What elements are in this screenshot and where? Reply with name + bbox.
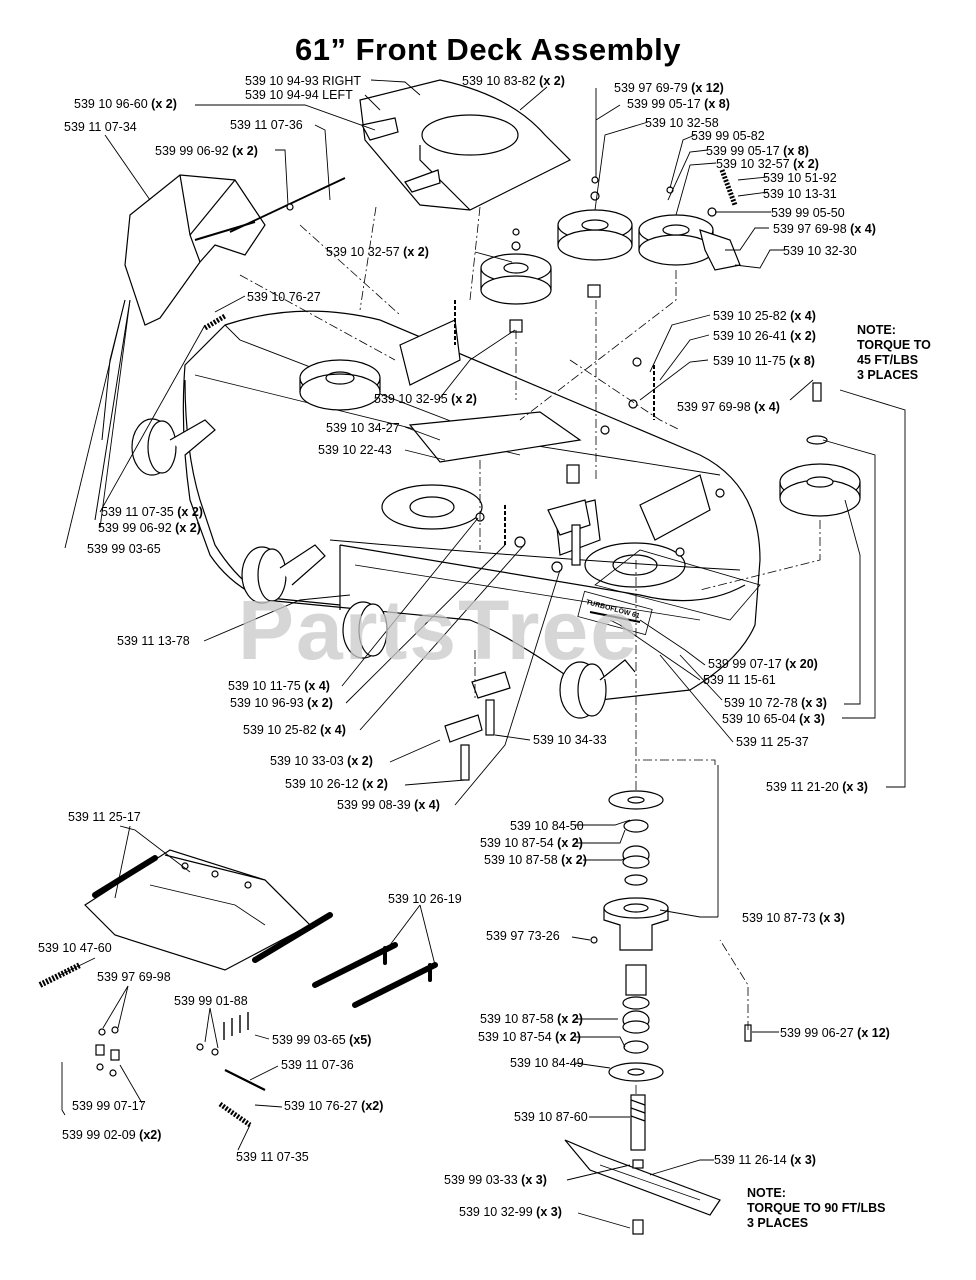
idler-pulley-center (480, 228, 552, 333)
part-label: 539 97 69-79 (x 12) (614, 81, 724, 95)
part-label: 539 10 32-99 (x 3) (459, 1205, 562, 1219)
torque-note-spindle: NOTE: TORQUE TO 45 FT/LBS 3 PLACES (857, 323, 931, 382)
part-label: 539 99 03-65 (x5) (272, 1033, 372, 1047)
part-label: 539 11 07-34 (64, 120, 137, 134)
part-label: 539 99 06-92 (x 2) (155, 144, 258, 158)
part-label: 539 10 32-57 (x 2) (716, 157, 819, 171)
part-label: 539 10 51-92 (763, 171, 837, 185)
part-label: 539 11 26-14 (x 3) (714, 1153, 816, 1167)
part-label: 539 10 34-27 (326, 421, 400, 435)
torque-note-blade: NOTE: TORQUE TO 90 FT/LBS 3 PLACES (747, 1186, 886, 1230)
part-label: 539 10 94-93 RIGHT (245, 74, 362, 88)
page-title: 61” Front Deck Assembly (295, 32, 681, 67)
part-label: 539 11 07-36 (230, 118, 303, 132)
part-label: 539 99 08-39 (x 4) (337, 798, 440, 812)
pulley-right-top-b (638, 169, 741, 271)
part-label: 539 11 25-17 (68, 810, 141, 824)
part-label: 539 10 26-41 (x 2) (713, 329, 816, 343)
part-label: 539 10 83-82 (x 2) (462, 74, 565, 88)
part-label: 539 10 32-30 (783, 244, 857, 258)
part-label: 539 99 06-27 (x 12) (780, 1026, 890, 1040)
pulley-right-top-a (557, 176, 633, 298)
part-label: 539 10 33-03 (x 2) (270, 754, 373, 768)
belt-cover (359, 79, 572, 211)
part-label: 539 10 72-78 (x 3) (724, 696, 827, 710)
part-label: 539 99 07-17 (x 20) (708, 657, 818, 671)
part-label: 539 10 76-27 (247, 290, 321, 304)
part-label: 539 10 76-27 (x2) (284, 1099, 384, 1113)
part-label: 539 99 05-50 (771, 206, 845, 220)
part-label: 539 10 47-60 (38, 941, 112, 955)
part-label: 539 11 07-36 (281, 1058, 354, 1072)
pivot-rods (312, 942, 438, 1008)
part-label: 539 10 32-58 (645, 116, 719, 130)
part-label: 539 97 69-98 (x 4) (677, 400, 780, 414)
part-label: 539 10 25-82 (x 4) (243, 723, 346, 737)
small-hardware (101, 299, 725, 781)
part-label: 539 10 22-43 (318, 443, 392, 457)
part-label: 539 10 96-60 (x 2) (74, 97, 177, 111)
part-label: 539 10 87-58 (x 2) (484, 853, 587, 867)
part-label: 539 97 73-26 (486, 929, 560, 943)
part-label: 539 99 02-09 (x2) (62, 1128, 162, 1142)
part-label: 539 11 07-35 (x 2) (101, 505, 203, 519)
part-label: 539 11 07-35 (236, 1150, 309, 1164)
discharge-chute (124, 174, 266, 326)
spindle-stack (564, 790, 752, 1235)
assembly-centerlines (239, 206, 821, 1095)
part-label: 539 10 32-57 (x 2) (326, 245, 429, 259)
part-label: 539 99 05-17 (x 8) (706, 144, 809, 158)
part-label: 539 10 87-54 (x 2) (480, 836, 583, 850)
part-label: 539 10 25-82 (x 4) (713, 309, 816, 323)
part-label: 539 10 94-94 LEFT (245, 88, 353, 102)
part-label: 539 10 11-75 (x 8) (713, 354, 815, 368)
part-label: 539 10 65-04 (x 3) (722, 712, 825, 726)
part-label: 539 10 87-54 (x 2) (478, 1030, 581, 1044)
part-label: 539 10 84-49 (510, 1056, 584, 1070)
part-label: 539 10 13-31 (763, 187, 837, 201)
part-label: 539 11 15-61 (703, 673, 776, 687)
part-label: 539 97 69-98 (x 4) (773, 222, 876, 236)
part-label: 539 10 34-33 (533, 733, 607, 747)
part-label: 539 10 84-50 (510, 819, 584, 833)
part-label: 539 99 03-65 (87, 542, 161, 556)
part-label: 539 11 21-20 (x 3) (766, 780, 868, 794)
part-label: 539 10 11-75 (x 4) (228, 679, 330, 693)
part-label: 539 10 96-93 (x 2) (230, 696, 333, 710)
part-label: 539 97 69-98 (97, 970, 171, 984)
part-label: 539 10 87-60 (514, 1110, 588, 1124)
deck-pulley-left (299, 359, 381, 411)
leader-lines (59, 79, 906, 1229)
part-label: 539 99 05-17 (x 8) (627, 97, 730, 111)
part-label: 539 99 05-82 (691, 129, 765, 143)
part-label: 539 99 03-33 (x 3) (444, 1173, 547, 1187)
part-label: 539 99 07-17 (72, 1099, 146, 1113)
part-label: 539 10 32-95 (x 2) (374, 392, 477, 406)
part-label: 539 10 87-73 (x 3) (742, 911, 845, 925)
hitch-bracket (84, 849, 333, 971)
part-label: 539 10 87-58 (x 2) (480, 1012, 583, 1026)
spindle-pulley-right (779, 382, 861, 517)
part-label: 539 99 06-92 (x 2) (98, 521, 201, 535)
chain-links (454, 300, 655, 545)
part-label: 539 99 01-88 (174, 994, 248, 1008)
part-label: 539 11 13-78 (117, 634, 190, 648)
part-label: 539 11 25-37 (736, 735, 809, 749)
part-label: 539 10 26-19 (388, 892, 462, 906)
watermark: PartsTree (238, 583, 639, 677)
part-label: 539 10 26-12 (x 2) (285, 777, 388, 791)
